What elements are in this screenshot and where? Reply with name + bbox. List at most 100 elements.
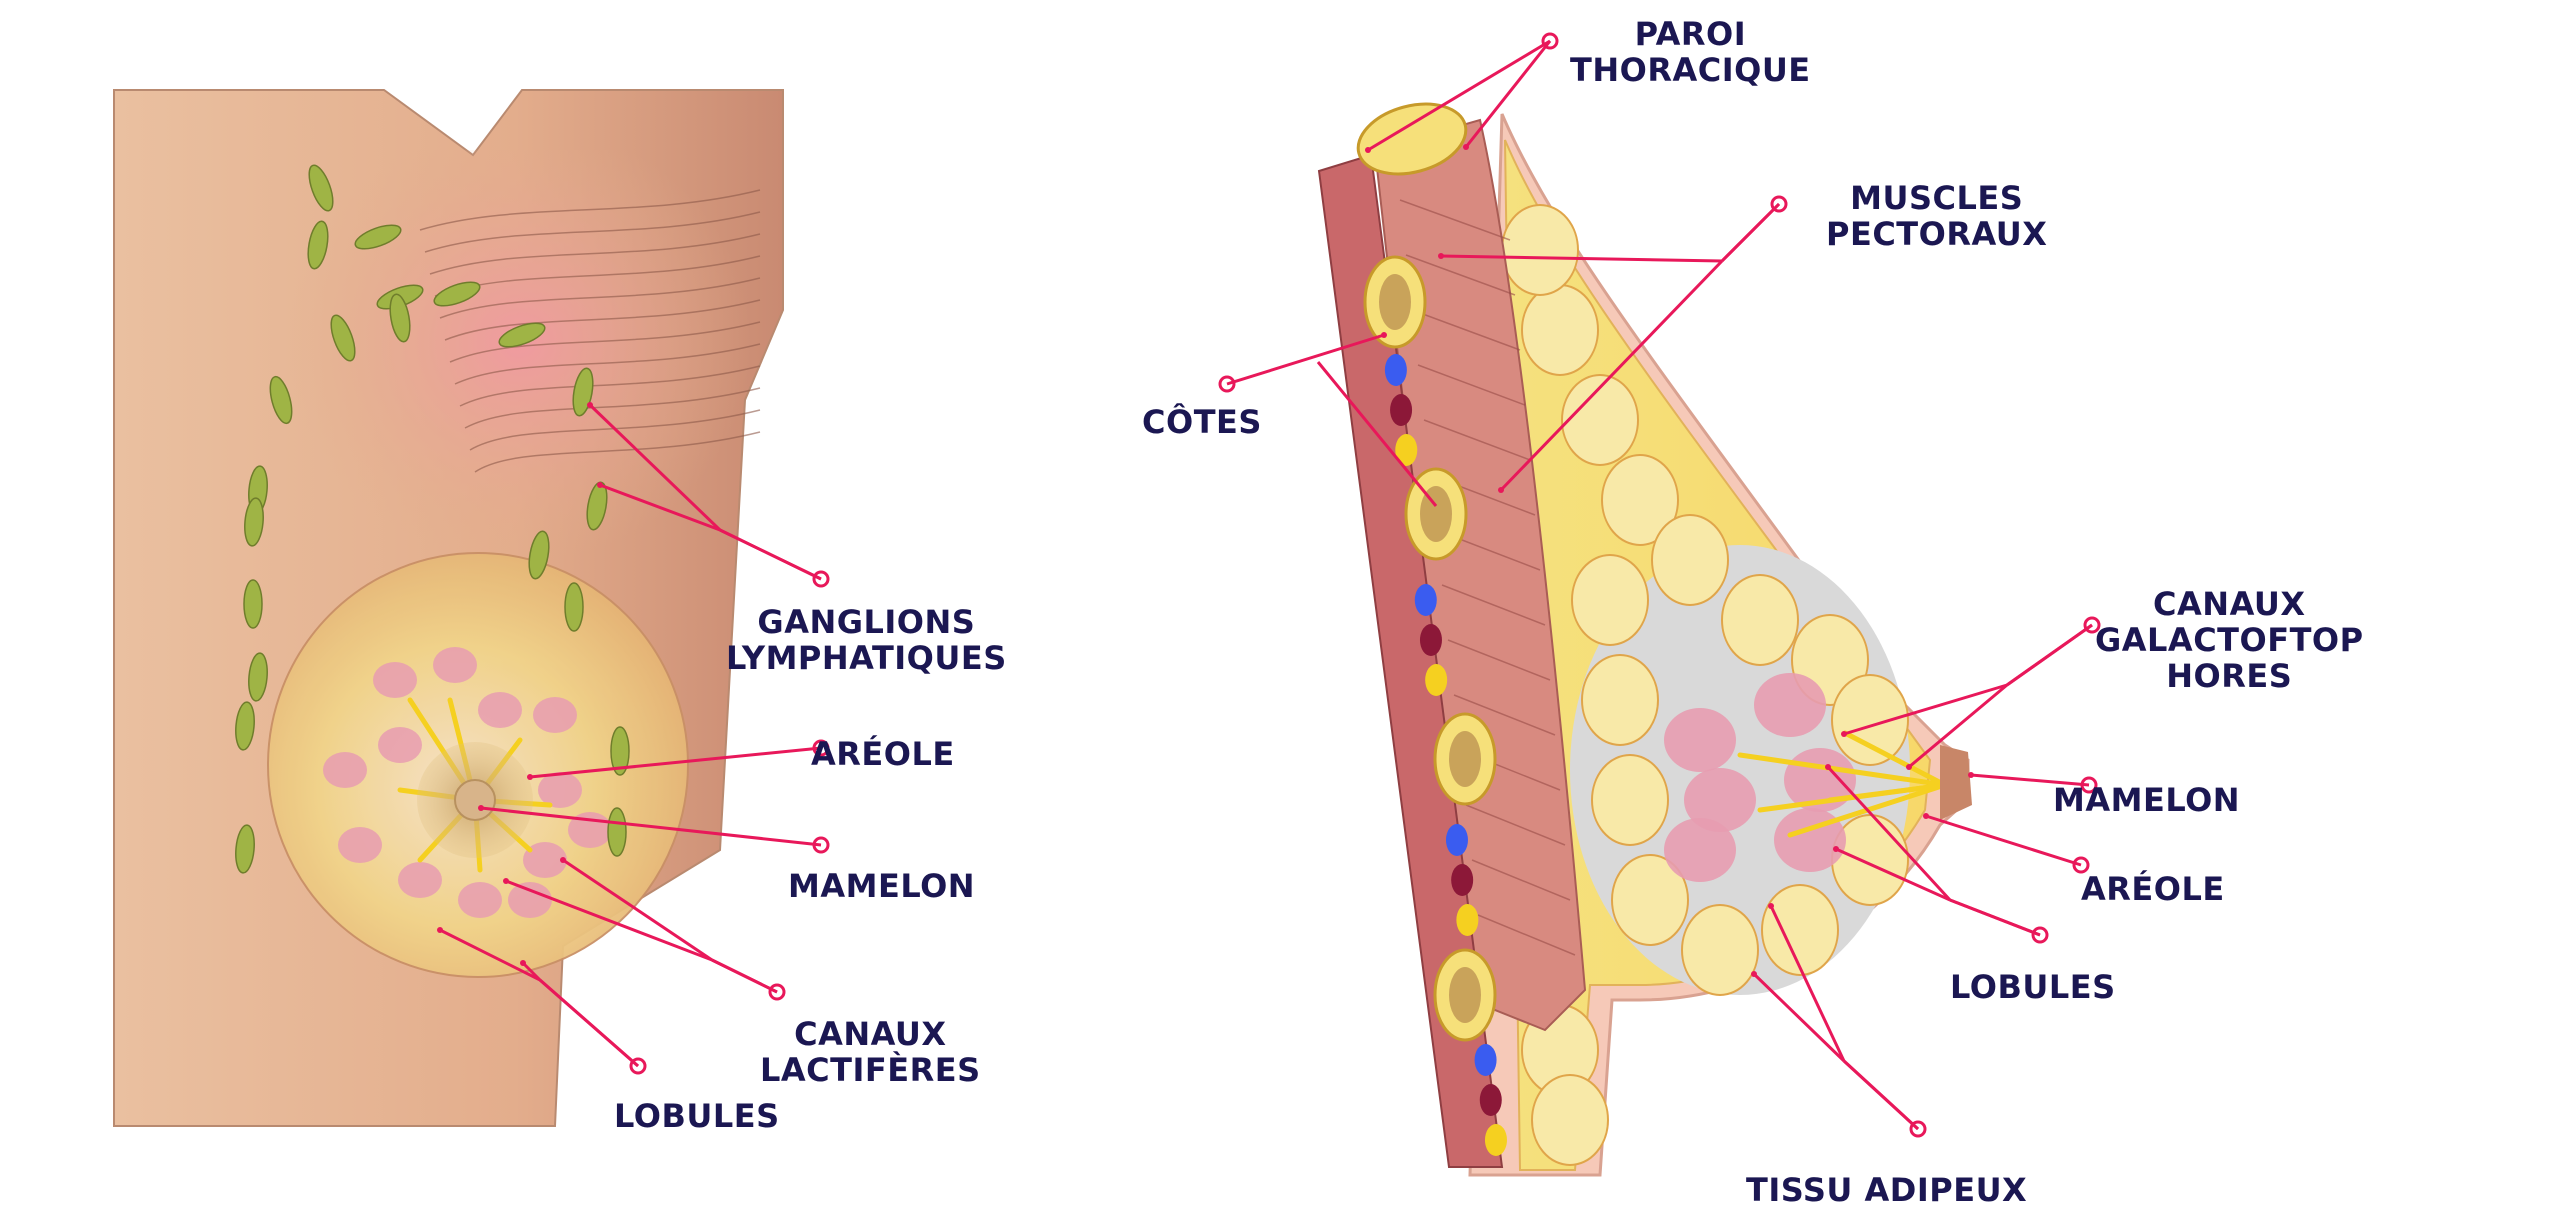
vessel bbox=[1419, 624, 1442, 656]
callout-mamelon-front-line bbox=[480, 806, 822, 847]
chest-wall bbox=[1317, 153, 1504, 1168]
callout-lobules-front-arrowhead bbox=[520, 960, 526, 966]
callout-lobules-section-line bbox=[1826, 765, 1952, 902]
galactophore-duct bbox=[1827, 782, 1948, 803]
label-line: CANAUX bbox=[794, 1015, 947, 1053]
callout-cotes-arrowhead bbox=[1381, 332, 1387, 338]
lymph-node bbox=[389, 293, 411, 343]
callout-lobules-section-line bbox=[1949, 898, 2041, 937]
muscle-fiber bbox=[1477, 914, 1576, 956]
fat-lobe bbox=[1761, 884, 1839, 976]
label-line: LYMPHATIQUES bbox=[726, 639, 1007, 677]
lobule bbox=[538, 772, 582, 808]
lobule bbox=[1754, 673, 1826, 737]
label-line: PECTORAUX bbox=[1826, 215, 2048, 253]
callout-lobules-front-line bbox=[439, 928, 541, 982]
callout-canaux-section-line bbox=[1908, 683, 2008, 769]
lymph-node bbox=[607, 807, 627, 857]
lobule bbox=[1684, 768, 1756, 832]
callout-canaux-section-line bbox=[1843, 683, 2008, 736]
lobule bbox=[523, 842, 567, 878]
label-canaux-galactophores: CANAUX GALACTOFTOP HORES bbox=[2095, 586, 2364, 694]
label-line: PAROI bbox=[1634, 15, 1747, 53]
fat-lobe bbox=[1721, 574, 1799, 666]
lobule bbox=[478, 692, 522, 728]
callout-muscles-arrowhead bbox=[1438, 253, 1444, 259]
lymph-node bbox=[308, 164, 334, 212]
vessel bbox=[1474, 1044, 1497, 1076]
lymph-node bbox=[269, 375, 293, 425]
callout-canaux-section-arrowhead bbox=[1906, 764, 1912, 770]
lobule bbox=[458, 882, 502, 918]
callout-cotes-line bbox=[1316, 361, 1438, 507]
skin-fold bbox=[439, 277, 761, 319]
lymph-node bbox=[243, 579, 263, 629]
skin-fold bbox=[474, 431, 761, 473]
label-muscles-pectoraux: MUSCLES PECTORAUX bbox=[1826, 180, 2047, 252]
label-line: MUSCLES bbox=[1850, 179, 2024, 217]
muscle-fiber bbox=[1453, 694, 1556, 736]
label-line: GANGLIONS bbox=[757, 603, 976, 641]
lobule bbox=[533, 697, 577, 733]
rib-marrow bbox=[1420, 486, 1452, 542]
label-line: LACTIFÈRES bbox=[760, 1051, 981, 1089]
callout-muscles-line bbox=[1440, 254, 1723, 263]
vessel bbox=[1384, 354, 1407, 386]
lymph-node bbox=[498, 322, 546, 348]
vessel bbox=[1456, 904, 1479, 936]
label-line: HORES bbox=[2166, 657, 2293, 695]
callout-tissu-line bbox=[1752, 972, 1846, 1063]
chest-redness bbox=[200, 150, 780, 700]
skin-fold bbox=[444, 299, 761, 341]
callout-cotes-line bbox=[1226, 333, 1385, 386]
callout-paroi-line bbox=[1367, 39, 1551, 152]
callout-tissu-arrowhead bbox=[1768, 903, 1774, 909]
lymph-node bbox=[307, 220, 329, 270]
lymph-node bbox=[244, 497, 264, 547]
lymph-node bbox=[564, 582, 584, 632]
vessel bbox=[1425, 664, 1448, 696]
vessel bbox=[1390, 394, 1413, 426]
lymph-node bbox=[610, 726, 630, 776]
skin-fold bbox=[429, 233, 761, 275]
callout-muscles-line bbox=[1720, 202, 1781, 263]
label-cotes: CÔTES bbox=[1142, 403, 1262, 441]
callout-paroi-arrowhead bbox=[1365, 147, 1371, 153]
label-areole-front: ARÉOLE bbox=[811, 735, 955, 773]
nipple bbox=[454, 779, 496, 821]
callout-ganglions-arrowhead bbox=[587, 402, 593, 408]
lobule bbox=[378, 727, 422, 763]
fat-lobe bbox=[1531, 1074, 1609, 1166]
lobule bbox=[373, 662, 417, 698]
fat-lobe bbox=[1681, 904, 1759, 996]
muscle-fiber bbox=[1399, 199, 1511, 241]
galactophore-duct bbox=[1737, 752, 1948, 788]
lobule bbox=[508, 882, 552, 918]
fat-lobe bbox=[1611, 854, 1689, 946]
rib-marrow bbox=[1379, 274, 1411, 330]
label-lobules-front: LOBULES bbox=[614, 1097, 780, 1135]
muscle-fiber bbox=[1417, 364, 1526, 406]
label-ganglions-lymphatiques: GANGLIONS LYMPHATIQUES bbox=[726, 604, 1007, 676]
lobule bbox=[1664, 708, 1736, 772]
callout-lines bbox=[437, 32, 2101, 1138]
skin-fold bbox=[419, 189, 761, 231]
lobule bbox=[1774, 808, 1846, 872]
callout-areole-front-line bbox=[529, 746, 822, 779]
lobule bbox=[1664, 818, 1736, 882]
callout-ganglions-arrowhead bbox=[597, 482, 603, 488]
fat-lobe bbox=[1831, 674, 1909, 766]
lymph-node bbox=[528, 530, 550, 580]
nipple-section bbox=[1940, 745, 1972, 820]
callout-lobules-section-line bbox=[1835, 847, 1951, 902]
label-line: CANAUX bbox=[2153, 585, 2306, 623]
callout-ganglions-line bbox=[588, 403, 722, 532]
callout-lobules-front-line bbox=[521, 961, 542, 982]
muscle-fiber bbox=[1447, 639, 1551, 681]
callout-canaux-front-line bbox=[711, 958, 778, 994]
callout-canaux-front-arrowhead bbox=[503, 878, 509, 884]
muscle-fiber bbox=[1405, 254, 1516, 296]
lobule bbox=[338, 827, 382, 863]
